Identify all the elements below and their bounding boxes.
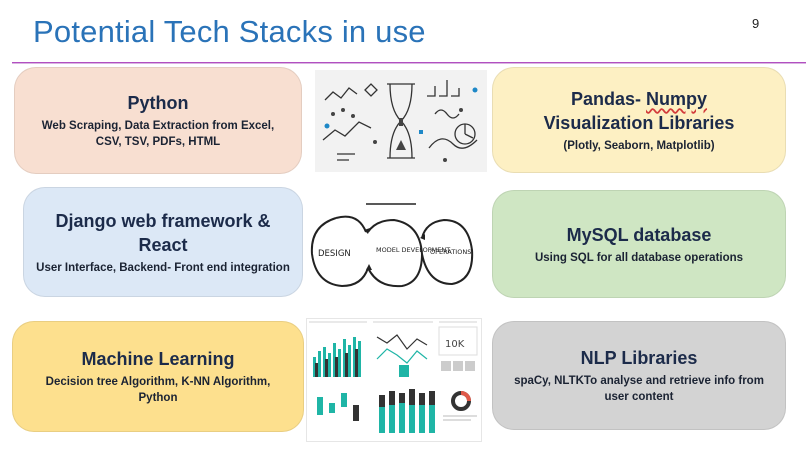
mysql-card: MySQL database Using SQL for all databas… xyxy=(492,190,786,298)
numpy-heading-part: Numpy xyxy=(646,88,708,109)
page-number: 9 xyxy=(752,16,760,31)
ml-heading: Machine Learning xyxy=(81,349,235,369)
pandas-heading-part1: Pandas- xyxy=(570,88,646,109)
pandas-heading: Pandas- Numpy xyxy=(571,87,707,111)
ml-lifecycle-diagram: DESIGN MODEL DEVELOPMENT OPERATIONS xyxy=(306,198,478,298)
python-detail: Web Scraping, Data Extraction from Excel… xyxy=(41,120,275,148)
pandas-heading-line2: Visualization Libraries xyxy=(543,112,735,133)
django-card: Django web framework & React User Interf… xyxy=(23,187,303,297)
title-divider-shadow xyxy=(12,63,806,64)
python-card: Python Web Scraping, Data Extraction fro… xyxy=(14,67,302,174)
dashboard-kpi-value: 10K xyxy=(445,339,465,350)
nlp-detail: spaCy, NLTKTo analyse and retrieve info … xyxy=(514,375,764,403)
cycle-stage-design: DESIGN xyxy=(318,249,351,259)
pandas-card: Pandas- Numpy Visualization Libraries (P… xyxy=(492,67,786,173)
lifecycle-loops-graphic: DESIGN MODEL DEVELOPMENT OPERATIONS xyxy=(310,203,474,288)
ml-detail: Decision tree Algorithm, K-NN Algorithm,… xyxy=(45,376,271,404)
nlp-heading: NLP Libraries xyxy=(580,348,698,368)
nlp-libraries-card: NLP Libraries spaCy, NLTKTo analyse and … xyxy=(492,321,786,430)
django-detail: User Interface, Backend- Front end integ… xyxy=(36,261,290,274)
dashboard-graphic: 10K xyxy=(307,319,481,441)
hourglass-analytics-graphic xyxy=(315,70,487,172)
django-heading-line2: React xyxy=(138,234,188,255)
hourglass-analytics-illustration xyxy=(315,70,487,172)
dashboard-screenshot: 10K xyxy=(306,318,482,442)
pandas-detail: (Plotly, Seaborn, Matplotlib) xyxy=(563,139,715,152)
slide-title: Potential Tech Stacks in use xyxy=(33,14,426,49)
machine-learning-card: Machine Learning Decision tree Algorithm… xyxy=(12,321,304,432)
title-divider xyxy=(12,62,806,63)
cycle-stage-model-development: MODEL DEVELOPMENT xyxy=(376,246,450,254)
mysql-detail: Using SQL for all database operations xyxy=(534,251,744,264)
cycle-stage-operations: OPERATIONS xyxy=(430,248,471,256)
django-heading-line1: Django web framework & xyxy=(55,210,271,231)
mysql-heading: MySQL database xyxy=(566,224,712,245)
python-heading: Python xyxy=(127,93,189,113)
